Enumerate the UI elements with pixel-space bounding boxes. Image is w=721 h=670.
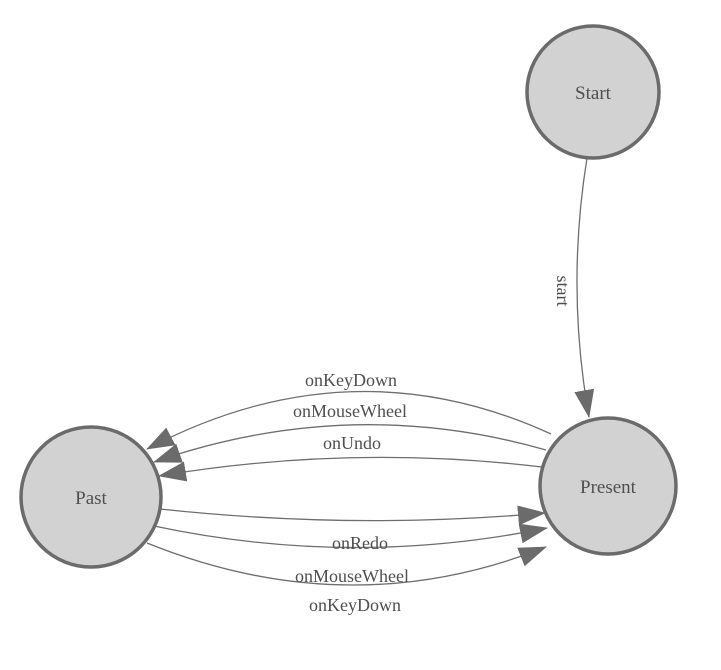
- edge-group: [146, 157, 595, 586]
- node-start-circle[interactable]: [525, 24, 661, 160]
- edge-present-to-past-onkeydown: [146, 390, 552, 450]
- edge-past-to-present-onredo: [159, 505, 546, 526]
- edge-start-to-present: [574, 157, 595, 418]
- node-present-label: Present: [580, 477, 637, 498]
- node-past-label: Past: [75, 488, 107, 509]
- edge-label-onkeydown-top: onKeyDown: [305, 370, 397, 390]
- edge-label-onkeydown-bottom: onKeyDown: [309, 595, 401, 615]
- edge-label-onredo: onRedo: [332, 533, 388, 553]
- edge-label-onundo: onUndo: [323, 433, 381, 453]
- node-start[interactable]: Start: [525, 24, 661, 160]
- edge-label-group: start onKeyDown onMouseWheel onUndo onRe…: [293, 276, 573, 616]
- node-past[interactable]: Past: [19, 425, 163, 569]
- edge-label-onmousewheel-bottom: onMouseWheel: [295, 566, 409, 586]
- edge-past-to-present-onmousewheel: [153, 523, 548, 549]
- node-start-label: Start: [575, 83, 612, 104]
- edge-present-to-past-onmousewheel: [153, 424, 547, 463]
- edge-past-to-present-onkeydown: [146, 542, 547, 586]
- node-present[interactable]: Present: [538, 416, 678, 556]
- edge-label-start: start: [553, 276, 573, 307]
- edge-present-to-past-onundo: [158, 456, 543, 482]
- edge-label-onmousewheel-top: onMouseWheel: [293, 401, 407, 421]
- node-present-circle[interactable]: [538, 416, 678, 556]
- node-past-circle[interactable]: [19, 425, 163, 569]
